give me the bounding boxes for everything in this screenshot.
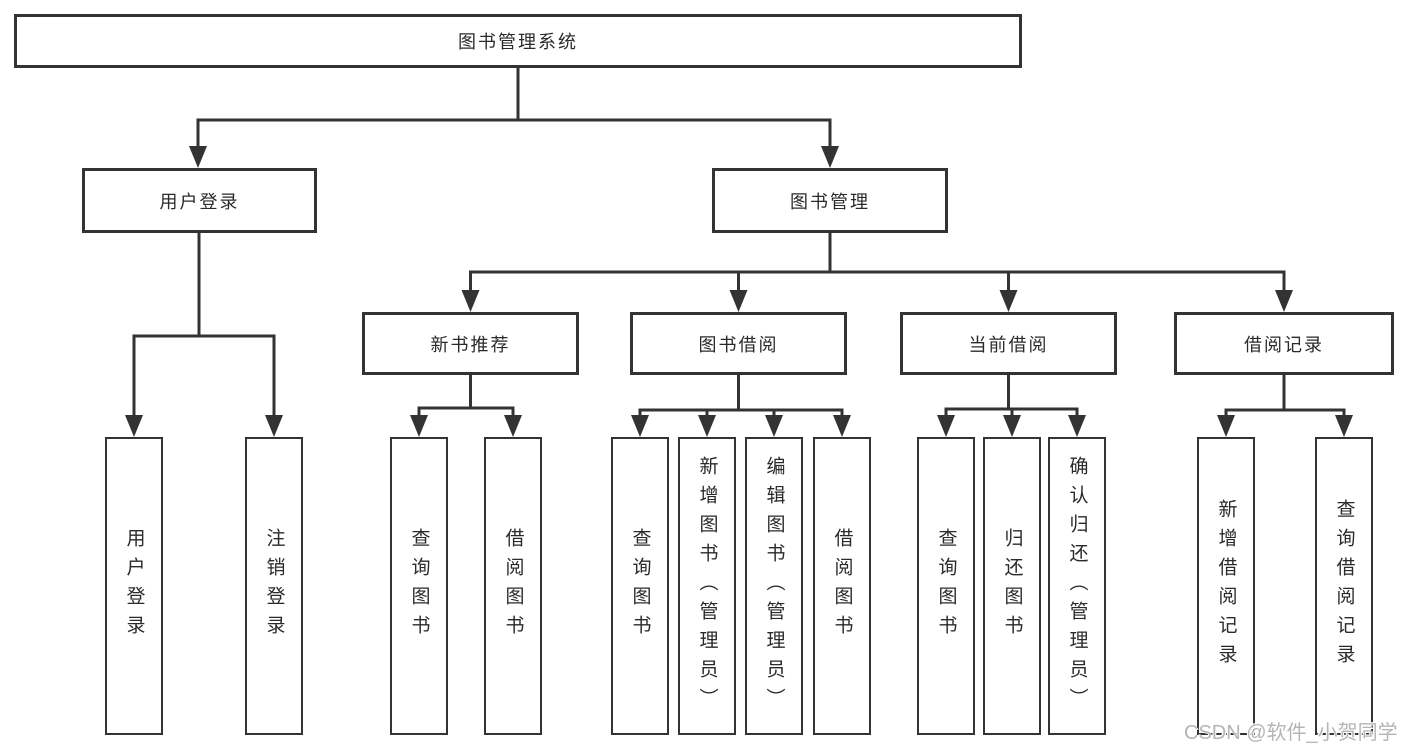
leaf-bb-query-books: 查询图书 <box>611 437 669 735</box>
node-book-borrowing: 图书借阅 <box>630 312 847 375</box>
leaf-cb-query-books-label: 查询图书 <box>935 528 957 644</box>
leaf-bb-edit-books-admin: 编辑图书（管理员） <box>745 437 803 735</box>
leaf-bb-edit-books-admin-label: 编辑图书（管理员） <box>763 455 785 717</box>
connector-book-borrowing <box>631 375 851 437</box>
leaf-br-add-record: 新增借阅记录 <box>1197 437 1255 735</box>
node-user-login-label: 用户登录 <box>159 191 240 212</box>
leaf-user-login: 用户登录 <box>105 437 163 735</box>
leaf-br-add-record-label: 新增借阅记录 <box>1215 499 1237 673</box>
connector-new-book-recommendation <box>410 375 522 437</box>
leaf-rec-query-books: 查询图书 <box>390 437 448 735</box>
node-borrowing-records-label: 借阅记录 <box>1244 334 1324 355</box>
leaf-rec-borrow-books-label: 借阅图书 <box>502 528 524 644</box>
leaf-cb-return-books: 归还图书 <box>983 437 1041 735</box>
node-borrowing-records: 借阅记录 <box>1174 312 1394 375</box>
leaf-user-login-label: 用户登录 <box>123 528 145 644</box>
node-new-book-recommendation: 新书推荐 <box>362 312 579 375</box>
node-current-borrowing-label: 当前借阅 <box>968 334 1049 355</box>
leaf-rec-query-books-label: 查询图书 <box>408 528 430 644</box>
leaf-cb-confirm-return-admin: 确认归还（管理员） <box>1048 437 1106 735</box>
node-root: 图书管理系统 <box>14 14 1022 68</box>
leaf-rec-borrow-books: 借阅图书 <box>484 437 542 735</box>
connector-book-management <box>461 233 1293 312</box>
leaf-cb-query-books: 查询图书 <box>917 437 975 735</box>
node-book-management-label: 图书管理 <box>790 191 870 212</box>
leaf-br-query-record-label: 查询借阅记录 <box>1333 499 1355 673</box>
node-root-label: 图书管理系统 <box>458 32 578 52</box>
csdn-watermark: CSDN @软件_小贺同学 <box>1184 722 1398 744</box>
connector-borrowing-records <box>1217 375 1353 437</box>
leaf-bb-add-books-admin: 新增图书（管理员） <box>678 437 736 735</box>
connector-current-borrowing <box>937 375 1086 437</box>
leaf-bb-borrow-books-label: 借阅图书 <box>831 528 853 644</box>
node-book-management: 图书管理 <box>712 168 948 233</box>
leaf-bb-add-books-admin-label: 新增图书（管理员） <box>696 455 718 717</box>
node-new-book-recommendation-label: 新书推荐 <box>430 334 511 355</box>
leaf-br-query-record: 查询借阅记录 <box>1315 437 1373 735</box>
node-book-borrowing-label: 图书借阅 <box>698 334 779 355</box>
leaf-bb-borrow-books: 借阅图书 <box>813 437 871 735</box>
leaf-cb-return-books-label: 归还图书 <box>1001 528 1023 644</box>
connector-root <box>189 68 839 168</box>
node-user-login: 用户登录 <box>82 168 317 233</box>
leaf-cb-confirm-return-admin-label: 确认归还（管理员） <box>1066 455 1088 717</box>
leaf-logout-label: 注销登录 <box>263 528 285 644</box>
node-current-borrowing: 当前借阅 <box>900 312 1117 375</box>
leaf-logout: 注销登录 <box>245 437 303 735</box>
connector-user-login <box>125 233 283 437</box>
leaf-bb-query-books-label: 查询图书 <box>629 528 651 644</box>
